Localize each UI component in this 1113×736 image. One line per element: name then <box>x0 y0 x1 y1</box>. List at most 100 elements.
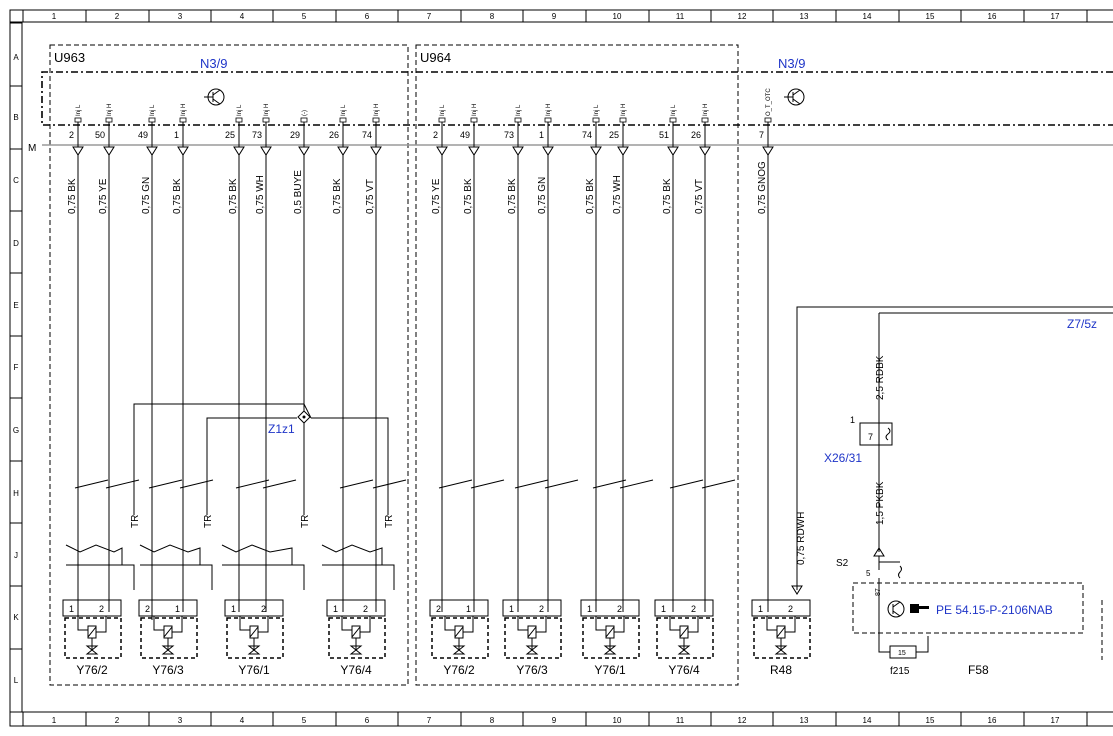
ground-label: M <box>28 143 36 154</box>
grid-row-label: J <box>14 551 18 560</box>
pin-number: 26 <box>691 130 701 140</box>
u964-label: U964 <box>420 50 451 65</box>
grid-row-label: G <box>13 426 19 435</box>
twisted-pair-label: TR <box>384 515 395 528</box>
pin-number: 1 <box>539 130 544 140</box>
grid-column-label: 5 <box>302 12 307 21</box>
grid-column-label: 16 <box>988 12 997 21</box>
valve-pin: 2 <box>539 604 544 614</box>
pin-number: 26 <box>329 130 339 140</box>
wire: 0,5 BUYE <box>293 155 305 232</box>
pin-signal-tag: Inj L <box>516 104 522 116</box>
pin-number: 2 <box>69 130 74 140</box>
grid-row-label: A <box>13 53 19 62</box>
diagram-frame <box>9 9 1113 727</box>
grid-column-label: 4 <box>240 716 245 725</box>
grid-column-label: 2 <box>115 716 120 725</box>
wire: 0,75 YE <box>431 155 473 612</box>
pin-terminal: Inj L25 <box>225 104 245 156</box>
pin-terminal: (-)29 <box>290 110 310 156</box>
valve-pin: 2 <box>436 604 441 614</box>
valve-label: Y76/4 <box>668 663 700 677</box>
pointing-hand-icon <box>910 604 929 613</box>
valve-pin: 2 <box>691 604 696 614</box>
splice-network <box>133 232 389 515</box>
grid-row-label: K <box>13 613 19 622</box>
wire: 0,75 BK <box>585 155 627 612</box>
wire-label: 0,75 YE <box>98 178 109 214</box>
reference-link[interactable]: PE 54.15-P-2106NAB <box>936 603 1053 617</box>
wire-label: 0,75 GN <box>537 177 548 214</box>
valve-pin: 1 <box>466 604 471 614</box>
pin-terminal: Inj H74 <box>362 104 382 156</box>
grid-column-label: 17 <box>1051 12 1060 21</box>
pin-terminal: Inj H73 <box>252 104 272 156</box>
pin-signal-tag: Inj L <box>671 104 677 116</box>
fuse-value: 15 <box>898 650 906 657</box>
valve-pin: 1 <box>333 604 338 614</box>
wire-label: 0,75 BK <box>585 178 596 214</box>
grid-column-label: 9 <box>552 12 557 21</box>
grid-column-label: 1 <box>52 716 57 725</box>
splice-label: Z1z1 <box>268 422 295 436</box>
grid-column-label: 11 <box>676 716 685 725</box>
pin-terminal: Inj L74 <box>582 104 602 156</box>
pin-signal-tag: O_T_OTC <box>766 88 772 116</box>
valve-pin: 1 <box>758 604 763 614</box>
valve-label: Y76/2 <box>76 663 108 677</box>
grid-column-label: 5 <box>302 716 307 725</box>
controller-label-right: N3/9 <box>778 56 805 71</box>
wire: 0,75 YE <box>98 155 140 612</box>
wire-label: 0,75 VT <box>694 179 705 214</box>
wire-label: 0,75 WH <box>612 175 623 214</box>
valve-pin: 1 <box>231 604 236 614</box>
valve-label: Y76/3 <box>152 663 184 677</box>
grid-row-label: F <box>14 363 19 372</box>
valve-label: Y76/3 <box>516 663 548 677</box>
pin-signal-tag: Inj H <box>703 104 709 116</box>
grid-column-label: 16 <box>988 716 997 725</box>
valve-pin: 1 <box>175 604 180 614</box>
x26-31-connector <box>859 422 893 446</box>
wire: 0,75 WH <box>612 155 654 612</box>
wire: 0,75 BK <box>67 155 109 620</box>
wire-label: 0,75 VT <box>365 179 376 214</box>
grid-column-label: 10 <box>613 716 622 725</box>
wire-label: 0,75 BK <box>67 178 78 214</box>
f58-box <box>852 582 1084 634</box>
pin-number: 7 <box>759 130 764 140</box>
valve-pin: 2 <box>617 604 622 614</box>
r48-wire-label: 0,75 RDWH <box>796 512 807 565</box>
wire: 0,75 GNOG <box>757 155 769 612</box>
wire-label: 0,75 GN <box>141 177 152 214</box>
connector-pin: 1 <box>850 415 855 425</box>
grid-row-label: D <box>13 239 19 248</box>
pin-number: 1 <box>174 130 179 140</box>
grid-column-label: 6 <box>365 12 370 21</box>
valve-label: Y76/1 <box>594 663 626 677</box>
wire-label: 0,75 GNOG <box>757 161 768 214</box>
pin-number: 50 <box>95 130 105 140</box>
pin-terminal: Inj L2 <box>69 104 84 156</box>
valve-pin: 1 <box>69 604 74 614</box>
pin-number: 51 <box>659 130 669 140</box>
pin-signal-tag: Inj H <box>181 104 187 116</box>
wire: 0,75 BK <box>662 155 704 612</box>
grid-column-label: 9 <box>552 716 557 725</box>
valve-label: Y76/1 <box>238 663 270 677</box>
grid-column-label: 12 <box>738 716 747 725</box>
pin-terminal: Inj L73 <box>504 104 524 156</box>
grid-row-label: L <box>14 676 19 685</box>
pin-terminal: Inj L26 <box>329 104 349 156</box>
grid-column-label: 3 <box>178 12 183 21</box>
grid-column-label: 3 <box>178 716 183 725</box>
cable-sheath <box>139 544 213 590</box>
pin-signal-tag: Inj H <box>264 104 270 116</box>
wire: 0,75 BK <box>228 155 270 612</box>
grid-column-label: 15 <box>926 12 935 21</box>
wire-mid-label: 1,5 PKBK <box>875 481 886 525</box>
